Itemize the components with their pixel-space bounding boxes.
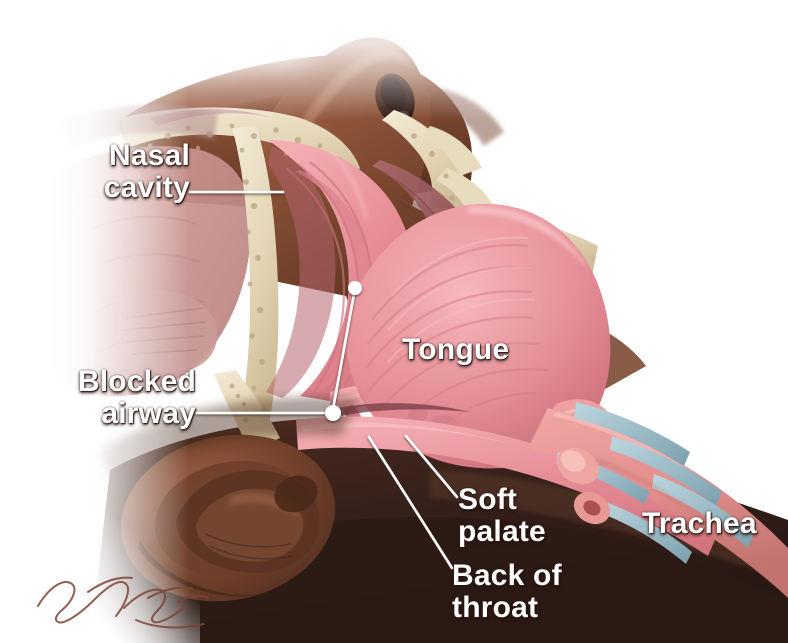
leader-airway-upper xyxy=(331,292,356,411)
trachea xyxy=(528,402,788,598)
label-blocked-airway: Blocked airway xyxy=(77,365,196,430)
leader-back-of-throat xyxy=(367,435,454,570)
leader-soft-palate xyxy=(404,434,459,499)
label-nasal-cavity: Nasal cavity xyxy=(103,139,190,204)
label-trachea: Trachea xyxy=(642,507,757,540)
airway-marker-upper xyxy=(348,281,362,295)
label-tongue: Tongue xyxy=(402,333,510,366)
label-soft-palate: Soft palate xyxy=(458,483,546,548)
laryngeal-cartilage xyxy=(556,447,611,525)
airway-marker-lower xyxy=(325,405,341,421)
artist-signature xyxy=(37,576,209,629)
label-back-of-throat: Back of throat xyxy=(452,559,562,624)
